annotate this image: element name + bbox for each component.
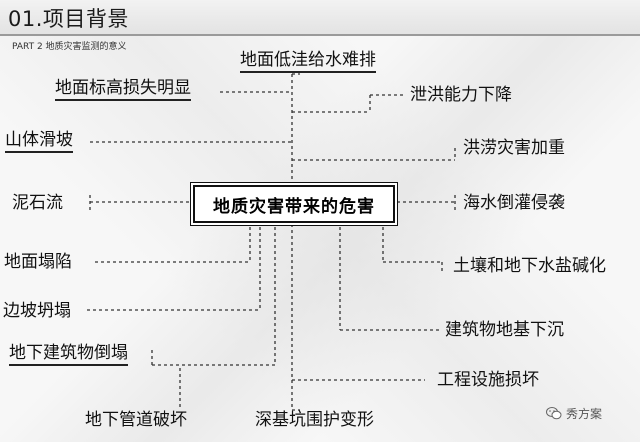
watermark-text: 秀方案 [566, 407, 603, 421]
node-nishi: 泥石流 [12, 193, 63, 213]
node-shanti: 山体滑坡 [5, 130, 73, 153]
node-turang: 土壤和地下水盐碱化 [453, 256, 606, 276]
node-xiehong: 泄洪能力下降 [410, 85, 512, 105]
watermark: 秀方案 [546, 405, 602, 422]
node-gongcheng: 工程设施损坏 [437, 370, 539, 390]
page-subtitle: PART 2 地质灾害监测的意义 [12, 42, 127, 52]
node-bianpo: 边坡坍塌 [3, 301, 71, 321]
node-biaogao: 地面标高损失明显 [55, 78, 191, 101]
node-taxian: 地面塌陷 [4, 252, 72, 272]
wechat-icon [546, 407, 562, 420]
header-bar [0, 0, 640, 35]
node-haishui: 海水倒灌侵袭 [463, 193, 565, 213]
center-node: 地质灾害带来的危害 [193, 185, 395, 223]
node-jianzhu: 地下建筑物倒塌 [9, 343, 128, 366]
node-diji: 建筑物地基下沉 [445, 320, 564, 340]
node-hongmao: 洪涝灾害加重 [463, 138, 565, 158]
page-title: 01.项目背景 [8, 7, 129, 31]
header-divider [0, 34, 640, 36]
node-diwa: 地面低洼给水难排 [240, 50, 376, 73]
node-guandao: 地下管道破坏 [85, 410, 187, 430]
node-shenji: 深基坑围护变形 [255, 410, 374, 430]
